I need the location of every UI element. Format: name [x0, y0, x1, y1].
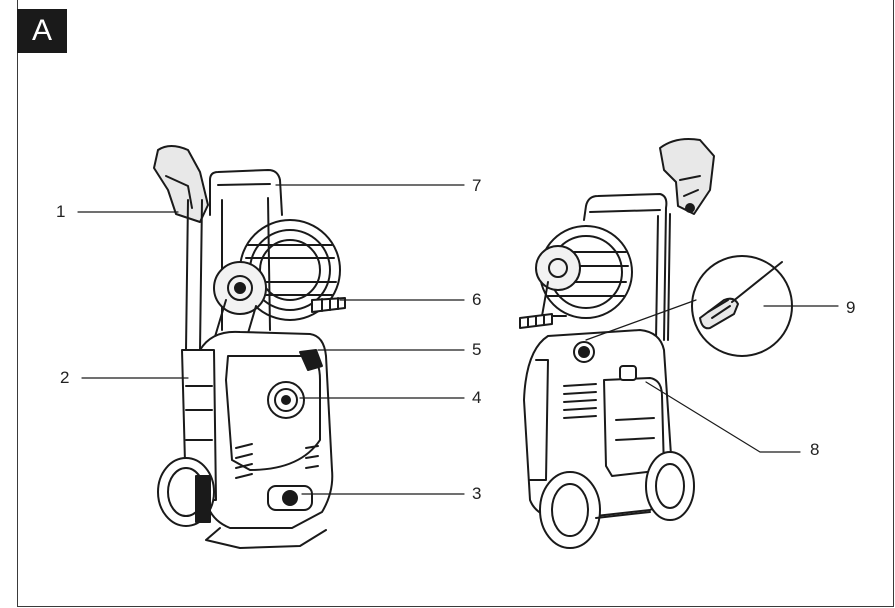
callout-2: 2: [60, 368, 70, 387]
panel-label: A: [17, 9, 67, 53]
callout-7: 7: [472, 176, 482, 195]
callout-8: 8: [810, 440, 820, 459]
callout-5: 5: [472, 340, 482, 359]
callout-leader-lines: [77, 184, 839, 495]
callout-6: 6: [472, 290, 482, 309]
leader-line-8: [645, 381, 801, 453]
callout-1: 1: [56, 202, 66, 221]
figure-frame: [17, 0, 894, 607]
callout-3: 3: [472, 484, 482, 503]
callout-9: 9: [846, 298, 856, 317]
callout-4: 4: [472, 388, 482, 407]
front-view-washer: [153, 145, 346, 549]
rear-view-washer: [519, 138, 715, 549]
